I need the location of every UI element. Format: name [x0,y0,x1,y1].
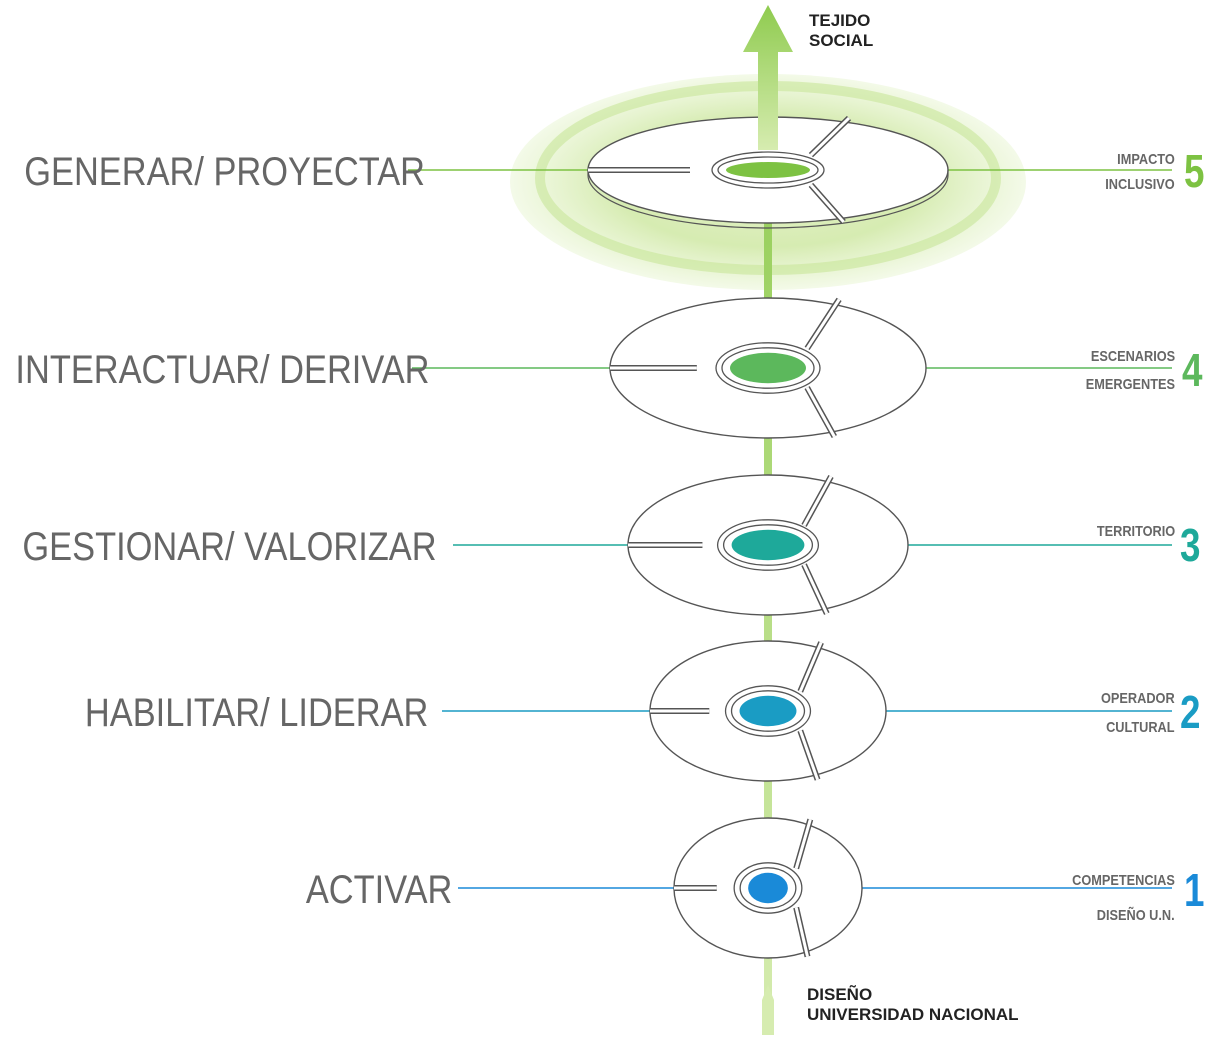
disc-level-1 [673,817,863,959]
disc-level-4 [609,297,927,439]
hub-core [731,529,805,561]
hub-core [730,352,806,384]
action-label-3: GESTIONAR/ VALORIZAR [22,525,437,569]
bottom-arrow-icon [762,985,774,1035]
top-arrow-icon [743,5,793,150]
bottom-caption-line-1: DISEÑO [807,985,873,1004]
disc-segment-gap-inner [802,475,833,527]
level-number-3: 3 [1180,519,1201,571]
hub-core [739,695,797,727]
disc-edge [587,170,949,229]
description-line: OPERADOR [1101,690,1175,707]
disc-segment-gap-inner [809,183,845,223]
disc-segment-gap-inner [798,730,819,781]
disc-level-3 [627,474,909,616]
disc-segment-gap-inner [798,641,823,692]
description-line: COMPETENCIAS [1072,872,1175,889]
disc-segment-gap-inner [809,116,851,157]
disc-segment-gap-inner [805,386,836,438]
disc-segment-gap-inner [794,907,809,957]
top-caption: TEJIDO SOCIAL [809,11,873,50]
disc-segment-gap-inner [794,818,812,869]
level-number-2: 2 [1180,686,1201,738]
disc-level-2 [649,640,887,782]
description-line: CULTURAL [1106,719,1175,736]
description-line: INCLUSIVO [1105,176,1175,193]
level-number-1: 1 [1184,864,1205,916]
action-label-5: GENERAR/ PROYECTAR [24,150,425,194]
top-caption-line-1: TEJIDO [809,11,871,30]
description-line: DISEÑO U.N. [1097,907,1175,924]
action-label-1: ACTIVAR [305,868,452,912]
disc-segment-gap-inner [802,563,829,615]
top-caption-line-2: SOCIAL [809,30,874,50]
action-label-4: INTERACTUAR/ DERIVAR [15,348,430,392]
level-number-5: 5 [1184,145,1205,197]
hub-core [748,872,788,904]
description-line: IMPACTO [1117,151,1175,168]
disc-segment-gap-inner [805,298,841,350]
hub-core [726,162,810,178]
disc-level-5 [587,115,949,229]
bottom-caption: DISEÑO UNIVERSIDAD NACIONAL [807,985,1019,1024]
action-label-2: HABILITAR/ LIDERAR [84,691,428,735]
bottom-caption-line-2: UNIVERSIDAD NACIONAL [807,1004,1019,1024]
level-number-4: 4 [1182,344,1203,396]
description-line: EMERGENTES [1085,376,1175,393]
description-line: ESCENARIOS [1090,348,1175,365]
description-line: TERRITORIO [1096,523,1175,540]
